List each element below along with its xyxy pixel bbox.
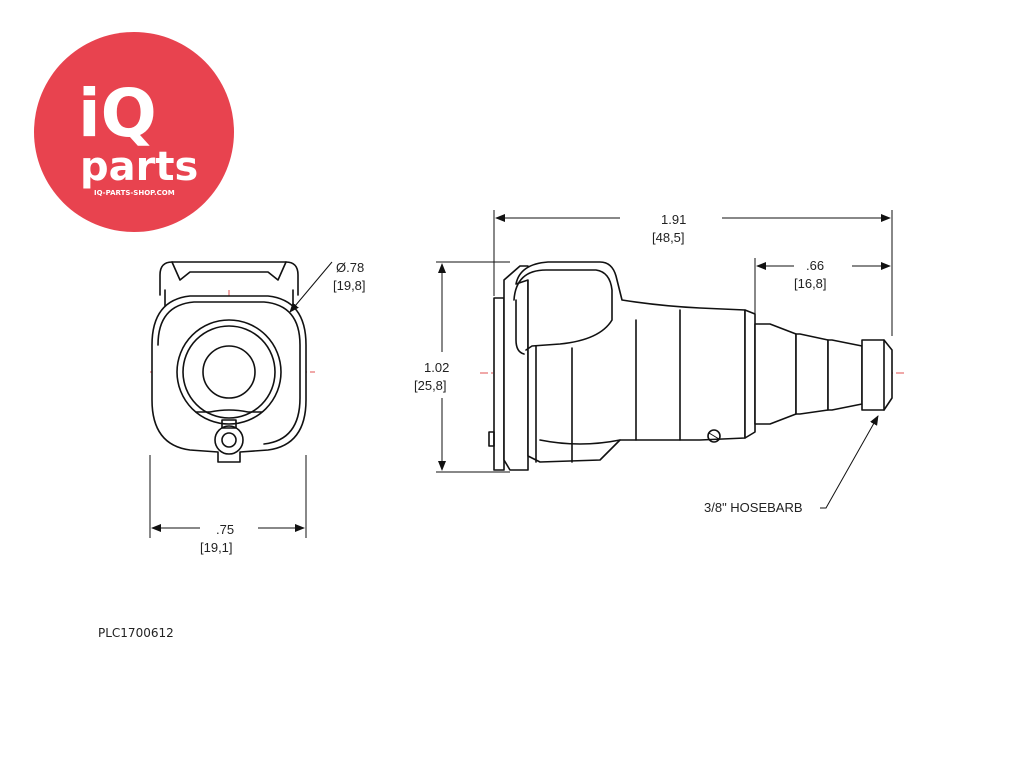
side-screw [707,429,721,443]
diameter-in-label: Ø.78 [336,260,364,275]
front-key-tab [221,419,237,429]
logo-iq: iQ [78,75,157,152]
barb-mm-label: [16,8] [794,276,827,291]
side-view: 1.91 [48,5] .66 [16,8] 1.02 [25,8] 3/8" … [414,210,905,515]
logo-circle [34,32,234,232]
height-mm-label: [25,8] [414,378,447,393]
diameter-leader [289,261,333,313]
length-mm-label: [48,5] [652,230,685,245]
side-flange-body [503,265,529,471]
side-flange-plate [493,297,505,471]
hosebarb-label: 3/8" HOSEBARB [704,500,803,515]
diameter-mm-label: [19,8] [333,278,366,293]
logo-parts: parts [80,144,198,190]
front-view: Ø.78 [19,8] .75 [19,1] [149,260,366,555]
front-key-lobe [214,425,244,455]
hosebarb-leader [820,415,879,509]
barb-in-label: .66 [806,258,824,273]
side-latch-edge [515,299,525,355]
width-mm-label: [19,1] [200,540,233,555]
front-bore-mid [182,325,276,419]
side-lower-contour [539,439,621,445]
side-flange-tab [488,431,495,447]
side-latch-arm [513,269,613,351]
side-screw-slot [708,432,720,440]
logo-tagline: IQ-PARTS-SHOP.COM [94,189,175,197]
front-latch-top [159,261,299,296]
side-housing-outline [515,261,746,463]
length-in-label: 1.91 [661,212,686,227]
side-shoulder [744,309,756,439]
front-bore-outer [176,319,282,425]
width-in-label: .75 [216,522,234,537]
front-bore-inner [202,345,256,399]
side-barb-3 [827,339,863,411]
side-barb-2 [795,333,829,415]
front-key-hole [221,432,237,448]
front-body-inner [157,301,301,445]
side-barb-1 [754,323,797,425]
front-key-ledge [195,409,263,413]
height-in-label: 1.02 [424,360,449,375]
side-barb-tip [861,339,893,411]
part-number: PLC1700612 [98,626,174,640]
front-latch-tabs [171,261,287,281]
iq-parts-logo: iQ parts IQ-PARTS-SHOP.COM [34,32,234,232]
